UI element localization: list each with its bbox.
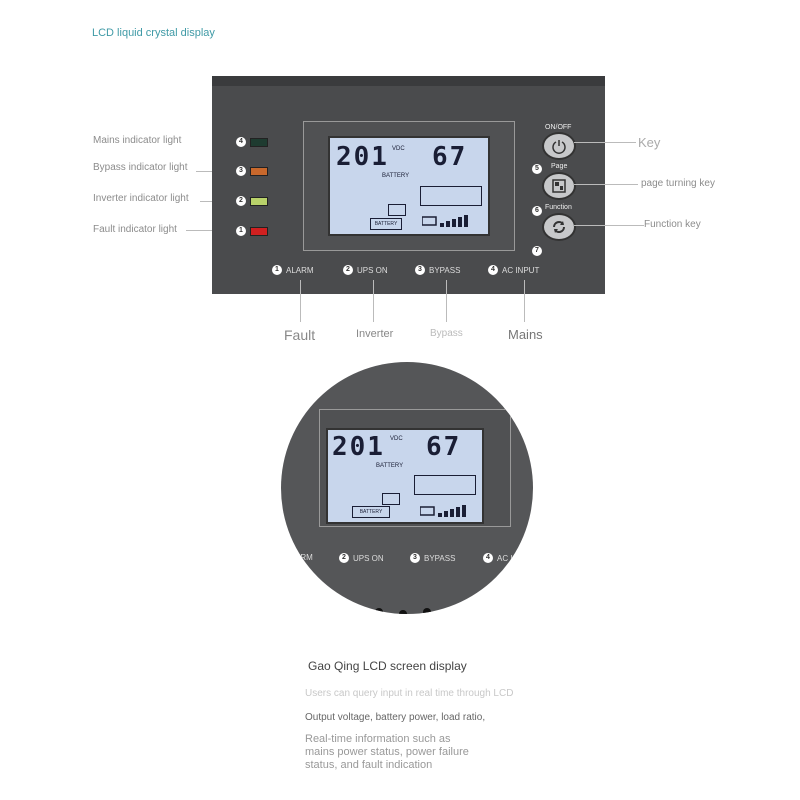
indicator-label: UPS ON bbox=[353, 553, 384, 563]
indicator-label: BYPASS bbox=[424, 553, 456, 563]
indicator-number: 2 bbox=[343, 265, 353, 275]
lcd-inverter-box bbox=[388, 204, 406, 216]
inverter-label: Inverter bbox=[356, 328, 394, 340]
page-title: LCD liquid crystal display bbox=[92, 27, 215, 39]
indicator-label: ARM bbox=[295, 553, 313, 562]
bypass-label: Bypass bbox=[430, 328, 463, 339]
leader-line bbox=[574, 184, 638, 185]
leader-line bbox=[373, 280, 374, 322]
lcd-voltage: 201 bbox=[336, 142, 389, 172]
indicator-label: ALARM bbox=[286, 265, 314, 275]
lcd-percent: 67 bbox=[432, 142, 468, 172]
indicator-number: 3 bbox=[415, 265, 425, 275]
zoom-indicator-alarm: ARM bbox=[295, 553, 313, 562]
page-turning-key-label: page turning key bbox=[641, 178, 715, 189]
refresh-icon bbox=[553, 221, 565, 233]
indicator-label: AC INPUT bbox=[502, 265, 540, 275]
zoom-lcd-voltage: 201 bbox=[332, 432, 385, 462]
mains-indicator-label: Mains indicator light bbox=[93, 135, 182, 146]
fault-label: Fault bbox=[284, 327, 316, 343]
function-button[interactable] bbox=[542, 213, 576, 241]
bypass-led bbox=[250, 167, 268, 176]
fault-led bbox=[250, 227, 268, 236]
power-icon bbox=[552, 140, 566, 154]
function-label: Function bbox=[545, 204, 572, 211]
led-number: 1 bbox=[236, 226, 246, 236]
leader-line bbox=[574, 225, 644, 226]
zoom-lcd-load-bars bbox=[419, 504, 470, 517]
leader-line bbox=[574, 142, 636, 143]
indicator-number: 1 bbox=[272, 265, 282, 275]
zoom-circle: 201 VDC 67 BATTERY BATTERY ARM 2 UPS ON 3… bbox=[281, 362, 533, 614]
indicator-label: BYPASS bbox=[429, 265, 461, 275]
desc-line1: Users can query input in real time throu… bbox=[305, 688, 514, 699]
key-label: Key bbox=[638, 135, 661, 150]
inverter-indicator-label: Inverter indicator light bbox=[93, 193, 189, 204]
page-label: Page bbox=[551, 163, 568, 170]
button-number: 7 bbox=[532, 246, 542, 256]
indicator-number: 3 bbox=[410, 553, 420, 563]
lcd-output-box bbox=[420, 186, 482, 206]
lcd-load-bars bbox=[421, 214, 472, 227]
leader-line bbox=[524, 280, 525, 322]
lcd-unit: VDC bbox=[392, 146, 405, 152]
bypass-indicator-label: Bypass indicator light bbox=[93, 162, 188, 173]
screw-hole bbox=[423, 608, 431, 614]
function-key-label: Function key bbox=[644, 219, 701, 230]
indicator-ac-input: 4 AC INPUT bbox=[488, 265, 539, 275]
fault-indicator-label: Fault indicator light bbox=[93, 224, 177, 235]
button-number: 6 bbox=[532, 206, 542, 216]
button-number: 5 bbox=[532, 164, 542, 174]
desc-line2: Output voltage, battery power, load rati… bbox=[305, 712, 486, 723]
lcd-screen: 201 VDC 67 BATTERY BATTERY bbox=[328, 136, 490, 236]
onoff-label: ON/OFF bbox=[545, 124, 572, 131]
lcd-battery-box: BATTERY bbox=[370, 218, 402, 230]
leader-line bbox=[446, 280, 447, 322]
indicator-number: 2 bbox=[339, 553, 349, 563]
leader-line bbox=[186, 230, 232, 231]
desc-line5: status, and fault indication bbox=[305, 759, 433, 771]
zoom-indicator-ups-on: 2 UPS ON bbox=[339, 553, 384, 563]
inverter-led bbox=[250, 197, 268, 206]
page-button[interactable] bbox=[542, 172, 576, 200]
power-button[interactable] bbox=[542, 132, 576, 160]
zoom-lcd-screen: 201 VDC 67 BATTERY BATTERY bbox=[326, 428, 484, 524]
screw-hole bbox=[399, 610, 407, 614]
desc-line3: Real-time information such as bbox=[305, 733, 451, 745]
indicator-number: 4 bbox=[488, 265, 498, 275]
indicator-label: UPS ON bbox=[357, 265, 388, 275]
leader-line bbox=[300, 280, 301, 322]
indicator-label: AC I bbox=[497, 553, 513, 563]
desc-line4: mains power status, power failure bbox=[305, 746, 469, 758]
indicator-bypass: 3 BYPASS bbox=[415, 265, 460, 275]
led-number: 3 bbox=[236, 166, 246, 176]
zoom-lcd-output-box bbox=[414, 475, 476, 495]
zoom-lcd-percent: 67 bbox=[426, 432, 462, 462]
zoom-lcd-battery-box: BATTERY bbox=[352, 506, 390, 518]
zoom-lcd-battery-label: BATTERY bbox=[376, 463, 404, 469]
led-number: 2 bbox=[236, 196, 246, 206]
desc-heading: Gao Qing LCD screen display bbox=[308, 659, 467, 673]
led-number: 4 bbox=[236, 137, 246, 147]
indicator-alarm: 1 ALARM bbox=[272, 265, 314, 275]
zoom-lcd-inverter-box bbox=[382, 493, 400, 505]
zoom-indicator-bypass: 3 BYPASS bbox=[410, 553, 455, 563]
zoom-lcd-unit: VDC bbox=[390, 436, 403, 442]
page-icon bbox=[552, 179, 566, 193]
mains-led bbox=[250, 138, 268, 147]
indicator-ups-on: 2 UPS ON bbox=[343, 265, 388, 275]
zoom-indicator-ac-input: 4 AC I bbox=[483, 553, 513, 563]
lcd-battery-label: BATTERY bbox=[382, 173, 410, 179]
indicator-number: 4 bbox=[483, 553, 493, 563]
screw-hole bbox=[375, 608, 383, 614]
mains-label: Mains bbox=[508, 327, 543, 342]
